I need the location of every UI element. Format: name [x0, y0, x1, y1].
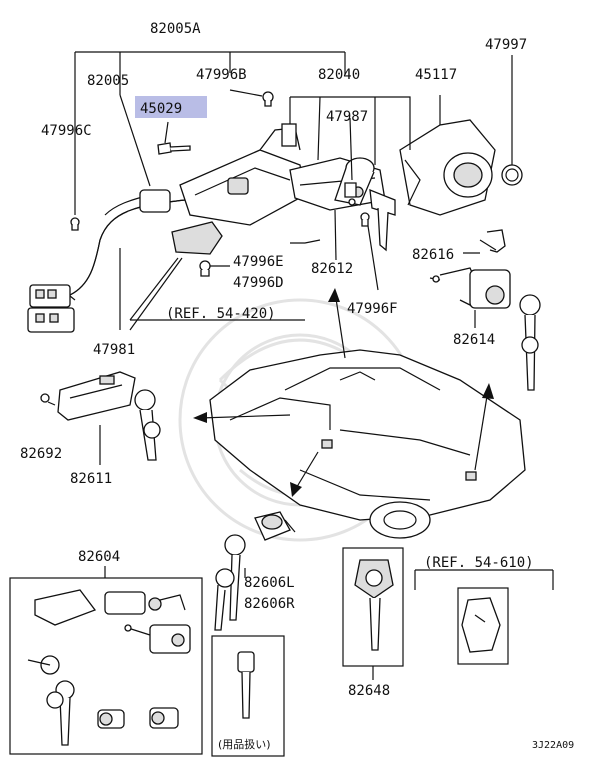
- sedan-body-outline: [209, 349, 526, 539]
- screw-47996B: [262, 91, 274, 107]
- label-47997[interactable]: 47997: [485, 37, 527, 53]
- part-labels: 82005A 82005 47996B 82040 45117 47997 45…: [20, 21, 574, 751]
- label-47996C[interactable]: 47996C: [41, 123, 92, 139]
- shear-bolt-45029: [157, 142, 191, 155]
- label-47981[interactable]: 47981: [93, 342, 135, 358]
- screw-47996F: [360, 212, 370, 227]
- trunk-lock-82614: [429, 229, 541, 391]
- label-82616[interactable]: 82616: [412, 247, 454, 263]
- blank-key-box: [211, 635, 285, 757]
- immobilizer-unit-47981: [171, 221, 223, 255]
- glove-box-lock-82611: [40, 371, 161, 465]
- retainer-47987: [344, 182, 357, 206]
- snap-ring-47997: [501, 164, 523, 186]
- key-box-caption: (用品扱い): [218, 737, 271, 751]
- label-82614[interactable]: 82614: [453, 332, 495, 348]
- diagram-code: 3J22A09: [532, 740, 574, 751]
- label-82604[interactable]: 82604: [78, 549, 120, 565]
- label-47996F[interactable]: 47996F: [347, 301, 398, 317]
- label-82612[interactable]: 82612: [311, 261, 353, 277]
- label-82692[interactable]: 82692: [20, 446, 62, 462]
- label-82606L[interactable]: 82606L: [244, 575, 295, 591]
- label-47996E[interactable]: 47996E: [233, 254, 284, 270]
- screw-47996C: [70, 217, 80, 231]
- label-82648[interactable]: 82648: [348, 683, 390, 699]
- label-45117[interactable]: 45117: [415, 67, 457, 83]
- location-arrows: [193, 288, 494, 497]
- column-bracket-45117: [399, 119, 496, 216]
- label-47987[interactable]: 47987: [326, 109, 368, 125]
- door-lock-82606: [214, 511, 296, 631]
- label-ref-54-420: (REF. 54-420): [166, 306, 276, 322]
- key-box-82648: [342, 547, 404, 680]
- lock-set-box-82604: [9, 566, 203, 755]
- screw-47996E: [199, 260, 211, 277]
- label-82606R[interactable]: 82606R: [244, 596, 295, 612]
- label-ref-54-610: (REF. 54-610): [424, 555, 534, 571]
- callout-lines: [74, 51, 513, 331]
- label-82005[interactable]: 82005: [87, 73, 129, 89]
- label-82040[interactable]: 82040: [318, 67, 360, 83]
- steering-lock-assembly: [27, 91, 523, 333]
- label-45029[interactable]: 45029: [140, 101, 182, 117]
- harness-connector-upper: [29, 284, 71, 308]
- ignition-key: [369, 188, 396, 252]
- label-82611[interactable]: 82611: [70, 471, 112, 487]
- ref-54-610-box: [414, 569, 554, 665]
- harness-connector-lower: [27, 307, 75, 333]
- label-47996B[interactable]: 47996B: [196, 67, 247, 83]
- label-82005A[interactable]: 82005A: [150, 21, 201, 37]
- label-47996D[interactable]: 47996D: [233, 275, 284, 291]
- part-highlight: [135, 96, 207, 118]
